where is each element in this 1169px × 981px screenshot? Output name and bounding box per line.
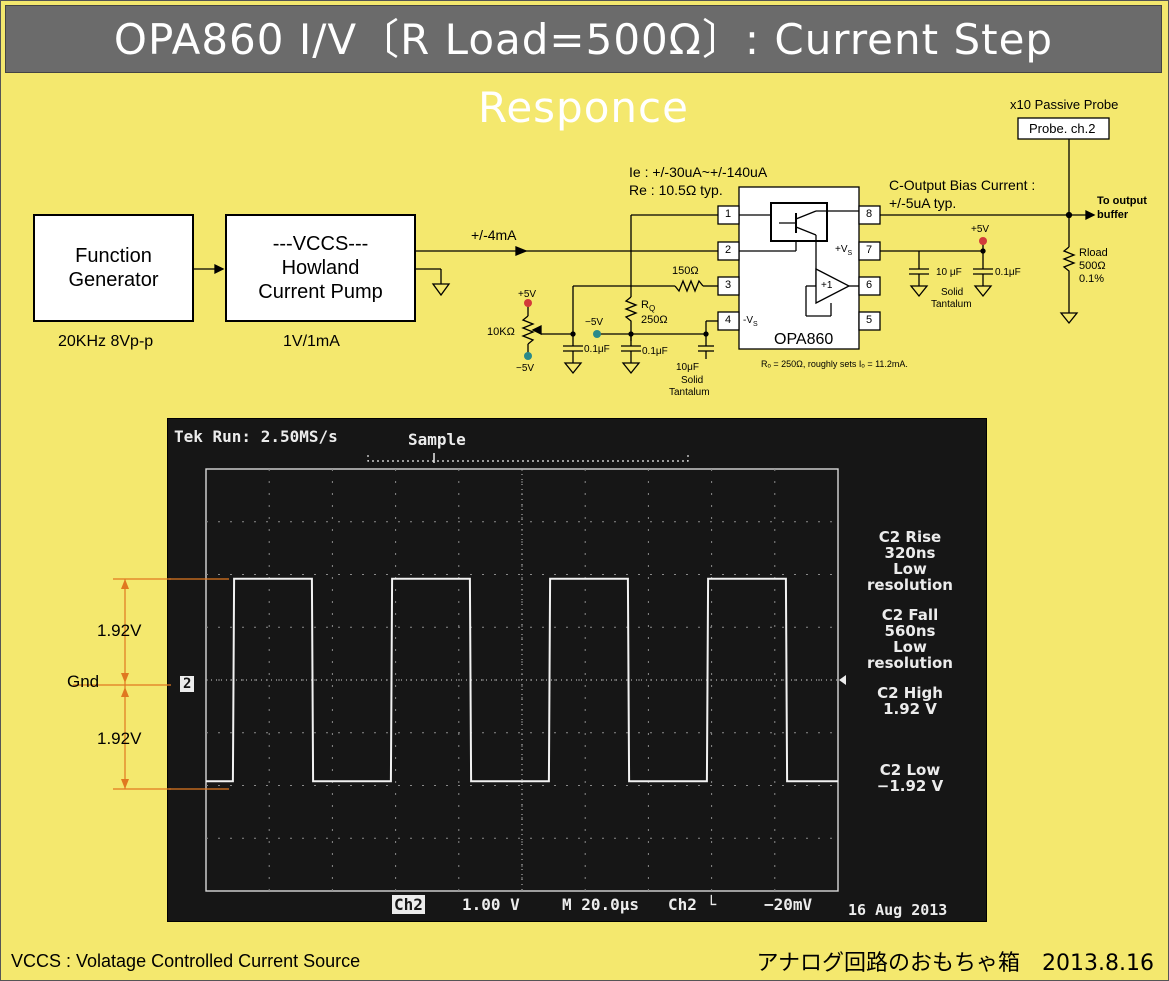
pin-4: 4 [725,314,732,326]
pin-1: 1 [725,208,732,220]
vccs-line3: Current Pump [258,281,383,303]
waveform-trace [205,577,838,783]
rload-resistor [1062,246,1076,313]
tantalum-label-a: Tantalum [669,387,710,398]
meas-fall: C2 Fall 560ns Low resolution [867,606,953,672]
scope-trigger-level: −20mV [764,895,813,914]
pot-label: 10KΩ [487,326,515,338]
iq-note: Rₒ = 250Ω, roughly sets Iₒ = 11.2mA. [761,359,908,369]
footer-credit: アナログ回路のおもちゃ箱 2013.8.16 [756,951,1154,976]
plus5v-label-a: +5V [518,289,537,300]
oscilloscope-screen: Tek Run: 2.50MS/s Sample Ch2 1.00 V M 20… [167,418,987,922]
pin-2: 2 [725,244,732,256]
r150-resistor [674,279,704,293]
pin-7: 7 [866,244,873,256]
voltage-annotation [73,578,171,790]
cap-01-label-a: 0.1μF [584,344,610,355]
cap-01-label-c: 0.1μF [995,267,1021,278]
scope-date: 16 Aug 2013 [848,901,948,919]
minus5v-label-b: −5V [585,317,604,328]
plus5v-dot-2 [979,237,987,245]
rq-label: RQ [641,299,656,314]
to-output-label-2: buffer [1097,209,1129,221]
pin-5: 5 [866,314,873,326]
vccs-line1: ---VCCS--- [272,233,369,255]
probe-label: Probe. ch.2 [1029,121,1096,136]
probe-box [1017,117,1110,140]
scope-graticule [205,453,846,892]
ie-label: Ie : +/-30uA~+/-140uA [629,164,768,180]
meas-rise: C2 Rise 320ns Low resolution [867,528,953,594]
scope-mode: Sample [408,430,466,449]
function-generator-caption: 20KHz 8Vp-p [58,333,154,350]
footer-note: VCCS : Volatage Controlled Current Sourc… [11,951,361,971]
to-output-label-1: To output [1097,195,1147,207]
upper-voltage-label: 1.92V [97,621,142,640]
pin-3: 3 [725,279,732,291]
tantalum-label-b: Tantalum [931,299,972,310]
gnd-label: Gnd [67,672,100,691]
function-generator-line1: Function [75,245,152,267]
minus5v-label-a: −5V [516,363,535,374]
meas-low: C2 Low −1.92 V [876,761,944,795]
ic-name: OPA860 [774,331,834,348]
rq-value-label: 250Ω [641,314,668,326]
function-generator-block: Function Generator [33,214,194,322]
cap-10-label-a: 10μF [676,362,699,373]
rload-label-1: Rload [1079,247,1108,259]
signal-arrow [515,246,528,256]
pin-6: 6 [866,279,873,291]
r150-label: 150Ω [672,265,699,277]
signal-current-label: +/-4mA [471,227,517,243]
probe-title: x10 Passive Probe [1010,97,1119,112]
ground-vccs [431,283,451,297]
minus5v-dot [524,352,532,360]
scope-channel: Ch2 [392,895,425,914]
vccs-caption: 1V/1mA [283,333,340,350]
title-bar: OPA860 I/V〔R Load=500Ω〕: Current Step Re… [5,5,1162,132]
scope-trigger: Ch2 └ [668,895,717,914]
vs-minus-label: -VS [743,315,758,328]
bias-current-label-2: +/-5uA typ. [889,195,957,211]
pin-8: 8 [866,208,873,220]
cap-01-label-b: 0.1μF [642,346,668,357]
bias-current-label-1: C-Output Bias Current : [889,177,1036,193]
buffer-label: +1 [821,280,833,291]
page-title: OPA860 I/V〔R Load=500Ω〕: Current Step Re… [113,15,1054,132]
minus5v-dot-2 [593,330,601,338]
scope-header: Tek Run: 2.50MS/s [174,427,338,446]
scope-volts-div: 1.00 V [462,895,520,914]
circuit-schematic [194,117,1110,375]
rload-label-3: 0.1% [1079,273,1105,285]
acq-bracket [367,455,689,462]
trigger-level-marker [839,675,846,685]
re-label: Re : 10.5Ω typ. [629,182,723,198]
vccs-block: ---VCCS--- Howland Current Pump [225,214,416,322]
channel-marker: 2 [180,676,195,692]
plus5v-label-b: +5V [971,224,990,235]
rq-resistor [624,296,638,341]
solid-label-b: Solid [941,287,964,298]
plus5v-dot [524,299,532,307]
vccs-line2: Howland [281,257,360,279]
meas-high: C2 High 1.92 V [877,684,943,718]
lower-voltage-label: 1.92V [97,729,142,748]
transistor-symbol [770,202,828,242]
fg-arrow [214,263,225,275]
vs-plus-label: +VS [835,244,853,257]
pot-10k [521,315,535,345]
cap-10-label-b: 10 μF [936,267,962,278]
function-generator-line2: Generator [68,269,159,291]
rload-label-2: 500Ω [1079,260,1106,272]
scope-timebase: M 20.0µs [562,895,640,914]
solid-label-a: Solid [681,375,704,386]
